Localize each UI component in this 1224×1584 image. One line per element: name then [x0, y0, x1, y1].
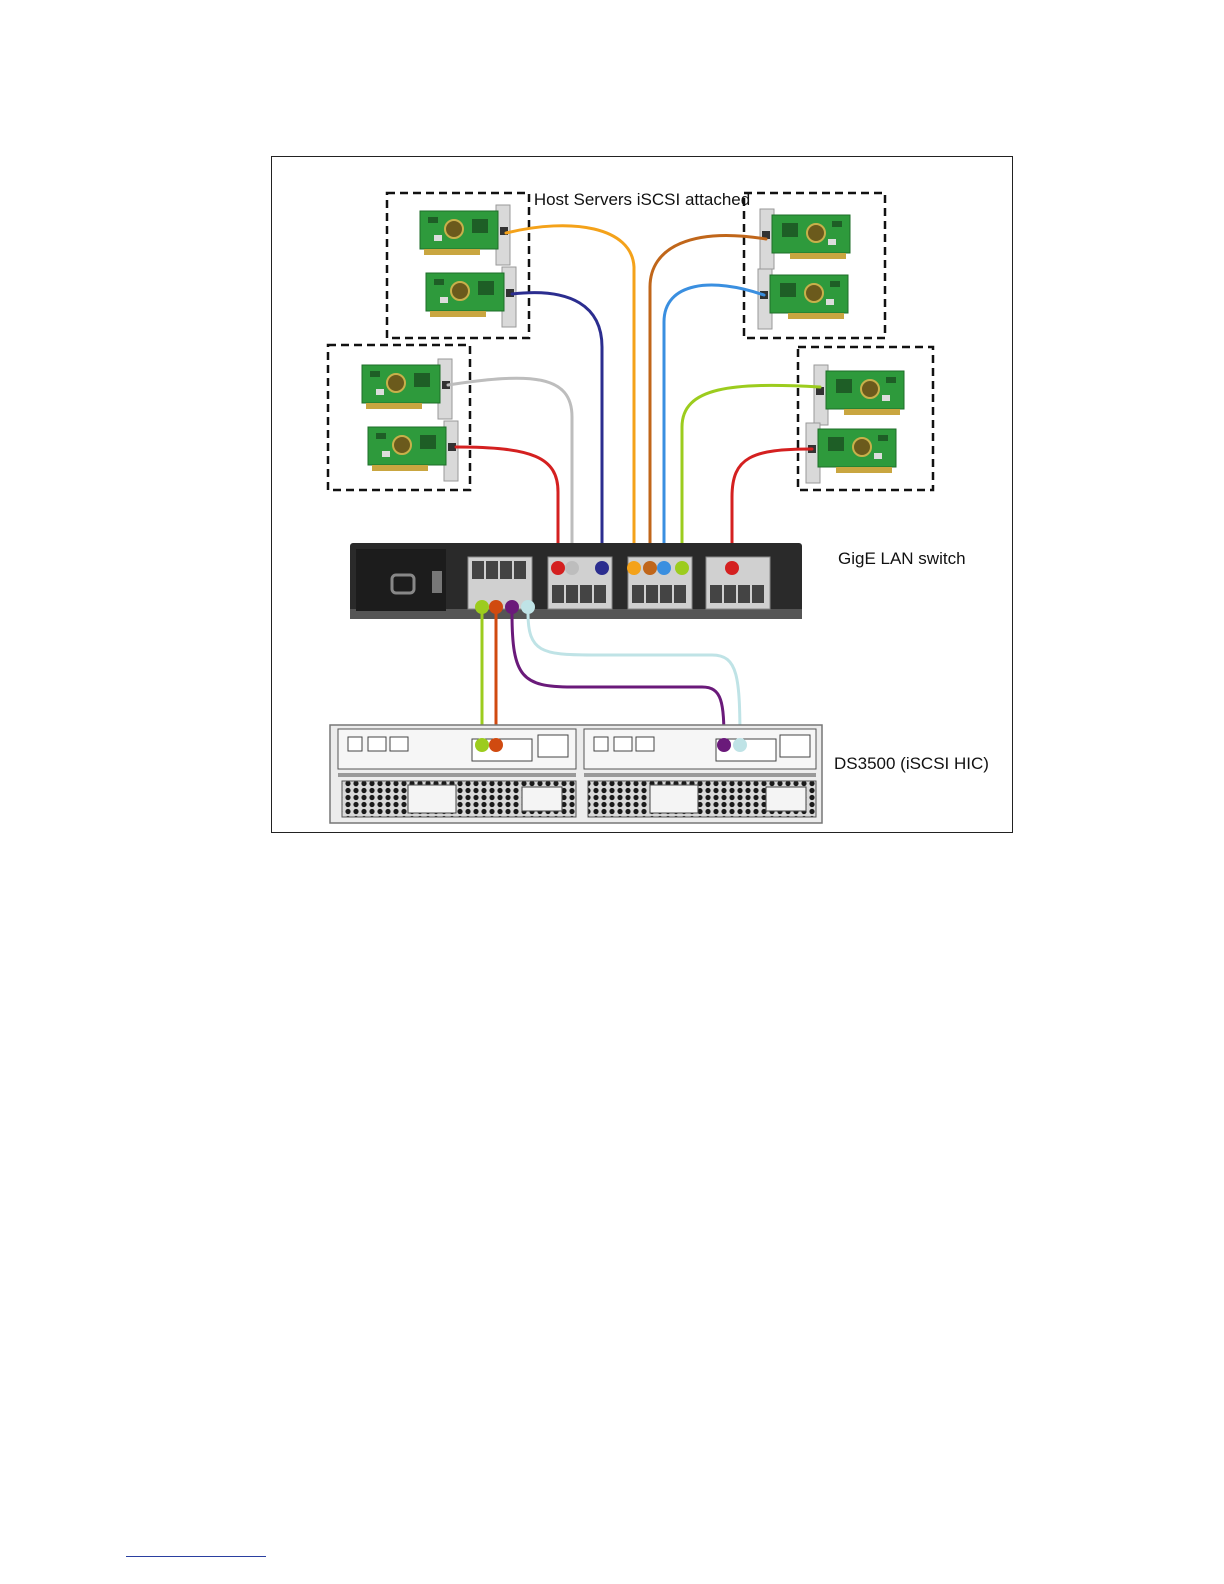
- storage-label: DS3500 (iSCSI HIC): [834, 753, 989, 775]
- hba-card-2: [426, 267, 516, 327]
- diagram-canvas: [272, 157, 1012, 832]
- footnote-divider: [126, 1556, 266, 1557]
- hba-card-1: [420, 205, 510, 265]
- cable-purple-storage: [512, 613, 724, 743]
- cable-orange: [506, 226, 634, 567]
- switch-label: GigE LAN switch: [838, 548, 966, 570]
- cable-lightblue-storage: [528, 613, 740, 743]
- hba-card-4: [758, 269, 848, 329]
- hba-card-3: [760, 209, 850, 269]
- gige-switch: [350, 543, 802, 619]
- ds3500-storage: [330, 725, 822, 823]
- hba-card-8: [806, 423, 896, 483]
- host-servers-label: Host Servers iSCSI attached: [512, 189, 772, 211]
- hba-card-6: [368, 421, 458, 481]
- network-diagram-figure: Host Servers iSCSI attached GigE LAN swi…: [271, 156, 1013, 833]
- cable-lime-host: [682, 385, 820, 567]
- hba-card-5: [362, 359, 452, 419]
- hba-card-7: [814, 365, 904, 425]
- storage-cables: [482, 613, 740, 743]
- cable-blue: [664, 285, 764, 567]
